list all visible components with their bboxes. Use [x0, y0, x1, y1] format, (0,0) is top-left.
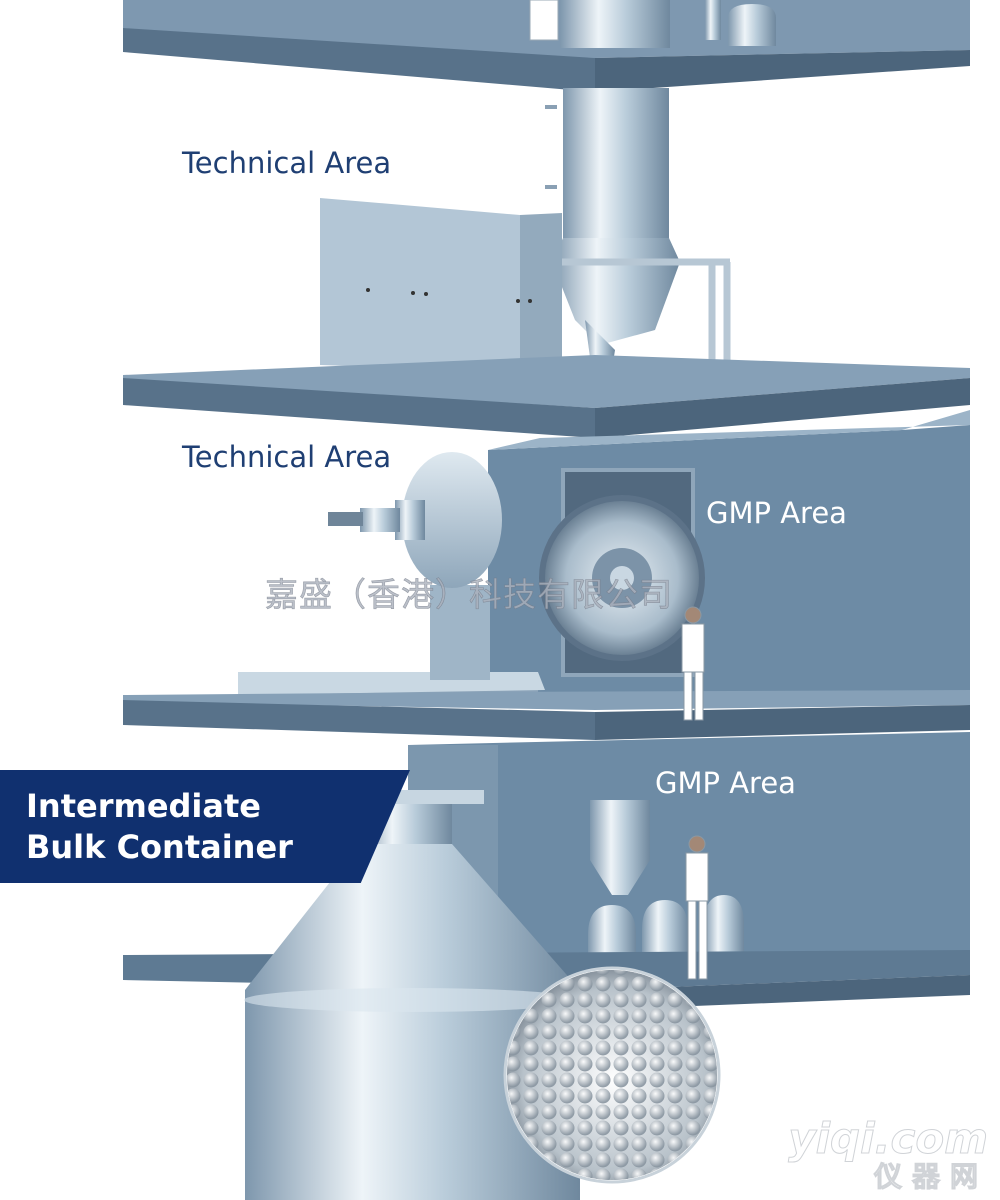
floor-slab-2: [123, 355, 970, 438]
pellets-zoom-icon: [503, 966, 721, 1184]
worker-figure-icon: [681, 606, 709, 980]
ibc-callout-line2: Bulk Container: [26, 828, 293, 866]
label-gmp-area-lower: GMP Area: [655, 766, 796, 800]
label-technical-area-upper: Technical Area: [182, 146, 392, 180]
ibc-container-icon: [244, 790, 580, 1200]
control-cabinet: [320, 198, 562, 372]
ibc-callout-box: [0, 770, 410, 883]
ibc-callout-line1: Intermediate: [26, 787, 261, 825]
ibc-callout-title: Intermediate Bulk Container: [26, 786, 293, 868]
upper-equipment: [529, 0, 776, 48]
drum-granulator-icon: [238, 452, 705, 702]
site-watermark-cn: 仪器网: [873, 1160, 988, 1193]
floor-slab-3: [123, 690, 970, 740]
site-watermark: yiqi.com 仪器网: [788, 1114, 989, 1193]
label-gmp-area-upper: GMP Area: [706, 496, 847, 530]
company-watermark: 嘉盛（香港）科技有限公司: [265, 575, 673, 615]
label-technical-area-lower: Technical Area: [182, 440, 392, 474]
site-watermark-latin: yiqi.com: [788, 1114, 989, 1163]
